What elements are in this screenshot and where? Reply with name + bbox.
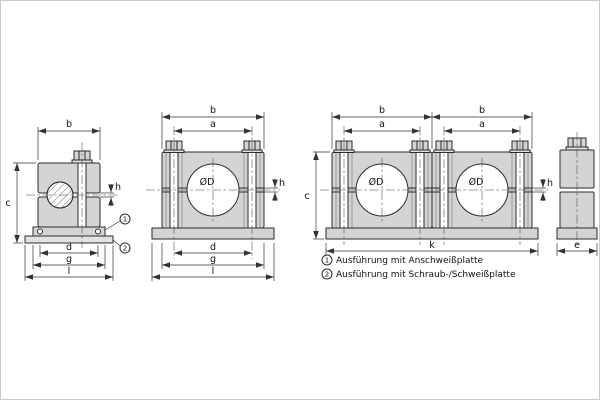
callout-1-number: 1 [123,216,127,224]
dim-label-e: e [574,240,580,251]
dim-h-right: h [532,178,553,201]
dim-label-a: a [379,119,385,130]
dim-label-diaD: ØD [469,177,484,188]
dim-d-middle: d [174,242,252,256]
dim-label-l: l [68,266,71,277]
dim-h-middle: h [264,178,285,201]
legend-text-2: Ausführung mit Schraub-/Schweißplatte [336,270,516,280]
callout-1: 1 [104,213,131,231]
dim-label-b: b [379,105,385,116]
dim-label-c: c [5,198,10,209]
legend: 1 Ausführung mit Anschweißplatte 2 Ausfü… [321,254,516,280]
dim-label-h: h [115,182,121,193]
dim-c-left: c [5,162,36,244]
dim-l-left: l [24,245,114,281]
dim-label-k: k [429,240,435,251]
dim-b-left: b [37,119,101,160]
legend-marker-1: 1 [325,257,329,265]
dim-l-middle: l [151,243,275,281]
dim-label-diaD: ØD [200,177,215,188]
dim-b-right-2: b [432,105,533,149]
dim-a-right-1: a [344,119,420,134]
dim-label-l: l [212,266,215,277]
legend-text-1: Ausführung mit Anschweißplatte [336,256,484,266]
dim-label-b: b [479,105,485,116]
legend-marker-2-circle [321,268,333,280]
dim-a-middle: a [174,119,252,134]
dim-label-g: g [66,254,72,265]
dim-label-a: a [210,119,216,130]
dim-label-b: b [66,119,72,130]
plate-hole [37,228,43,235]
dim-k-right: k [325,240,539,256]
dim-label-h: h [279,178,285,189]
dim-label-d: d [210,242,216,253]
dim-d-left: d [39,242,99,257]
dim-label-b: b [210,105,216,116]
weld-plate [24,235,114,244]
legend-row-1: 1 Ausführung mit Anschweißplatte [321,254,484,266]
view-front-double: ØD ØD b b a a c [304,105,553,256]
legend-row-2: 2 Ausführung mit Schraub-/Schweißplatte [321,268,516,280]
dim-g-middle: g [161,243,265,269]
dim-label-a: a [479,119,485,130]
dim-label-h: h [547,178,553,189]
dim-h-left: h [100,182,121,206]
base-plate [151,227,275,240]
dim-label-diaD: ØD [369,177,384,188]
dim-c-right: c [304,151,330,240]
dim-e: e [556,240,598,256]
dim-g-left: g [32,245,106,269]
view-front-single: ØD b a h d g [146,105,285,281]
plate-hole [95,228,101,235]
view-side-profile: e [556,132,598,256]
dim-label-c: c [304,191,309,202]
legend-marker-1-circle [321,254,333,266]
dim-label-d: d [66,242,72,253]
dim-a-right-2: a [444,119,520,134]
dim-b-middle: b [161,105,265,149]
callout-2: 2 [112,239,131,254]
base-rail-plate [325,227,539,240]
screw-weld-plate [32,226,106,237]
legend-marker-2: 2 [325,271,329,279]
view-side-single: 1 2 b c h d [5,119,131,281]
dim-label-g: g [210,254,216,265]
callout-2-number: 2 [123,245,127,253]
